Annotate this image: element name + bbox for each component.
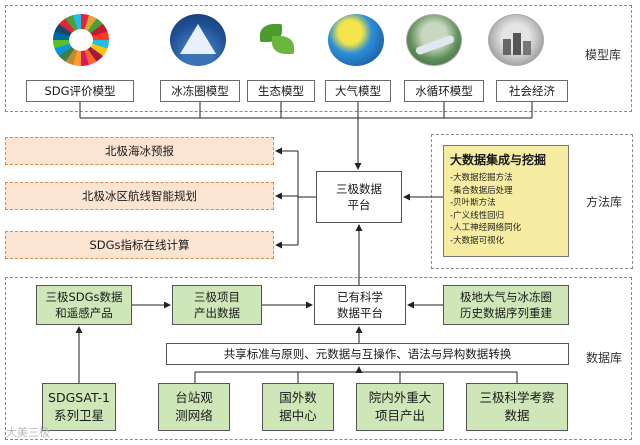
model-box-water-cycle: 水循环模型 — [404, 80, 484, 102]
box-line: 极地大气与冰冻圈 — [460, 290, 552, 304]
platform-title-line1: 三极数据 — [336, 182, 382, 196]
model-library-label: 模型库 — [585, 48, 622, 62]
model-box-cryosphere: 冰冻圈模型 — [160, 80, 240, 102]
model-box-atmosphere: 大气模型 — [325, 80, 391, 102]
application-route-planning: 北极冰区航线智能规划 — [5, 182, 274, 210]
box-line: 数据平台 — [337, 306, 383, 320]
box-line: 产出数据 — [194, 306, 240, 320]
model-box-socioeconomic: 社会经济 — [496, 80, 568, 102]
box-line: 项目产出 — [374, 408, 425, 423]
shared-standards-bar: 共享标准与原则、元数据与互操作、语法与异构数据转换 — [166, 343, 569, 365]
box-line: 测网络 — [175, 408, 213, 423]
model-box-sdg: SDG评价模型 — [26, 80, 134, 102]
leaves-icon — [248, 14, 304, 66]
method-box: 大数据集成与挖掘 -大数据挖掘方法 -集合数据后处理 -贝叶斯方法 -广义线性回… — [443, 145, 569, 257]
model-box-ecology: 生态模型 — [247, 80, 315, 102]
river-icon — [406, 14, 462, 66]
iceberg-icon — [170, 14, 226, 66]
method-title: 大数据集成与挖掘 — [450, 153, 547, 167]
method-library-region — [431, 134, 633, 269]
method-item: -集合数据后处理 — [450, 185, 513, 196]
sdg-wheel-icon — [53, 14, 109, 66]
box-line: 和遥感产品 — [55, 306, 113, 320]
box-line: 已有科学 — [337, 290, 383, 304]
box-line: 系列卫星 — [53, 408, 104, 423]
box-line: 国外数 — [279, 390, 317, 405]
source-expedition-data: 三极科学考察 数据 — [466, 383, 568, 431]
three-poles-data-platform: 三极数据 平台 — [316, 171, 402, 223]
data-library-region — [5, 277, 632, 440]
method-item: -广义线性回归 — [450, 210, 505, 221]
method-item: -大数据可视化 — [450, 235, 505, 246]
source-foreign-data-center: 国外数 据中心 — [262, 383, 334, 431]
box-line: 台站观 — [175, 390, 213, 405]
application-sea-ice-forecast: 北极海冰预报 — [5, 137, 274, 165]
historical-reconstruction-box: 极地大气与冰冻圈 历史数据序列重建 — [443, 285, 569, 325]
box-line: 据中心 — [279, 408, 317, 423]
box-line: SDGSAT-1 — [48, 390, 110, 405]
method-item: -大数据挖掘方法 — [450, 173, 513, 183]
city-icon — [488, 14, 544, 66]
box-line: 院内外重大 — [368, 390, 432, 405]
box-line: 三极SDGs数据 — [45, 290, 123, 304]
model-library-region — [5, 5, 632, 112]
method-item: -人工神经网络同化 — [450, 223, 522, 233]
box-line: 三极项目 — [194, 290, 240, 304]
existing-science-data-platform: 已有科学 数据平台 — [314, 285, 406, 325]
source-major-projects: 院内外重大 项目产出 — [356, 383, 444, 431]
earth-atmosphere-icon — [328, 14, 384, 66]
box-line: 三极科学考察 — [479, 390, 555, 405]
method-item: -贝叶斯方法 — [450, 198, 496, 208]
data-library-label: 数据库 — [586, 351, 623, 365]
application-sdgs-calculation: SDGs指标在线计算 — [5, 231, 274, 259]
source-station-network: 台站观 测网络 — [158, 383, 230, 431]
watermark: 大美三极 — [6, 426, 50, 439]
box-line: 历史数据序列重建 — [460, 306, 552, 320]
box-line: 数据 — [504, 408, 530, 423]
source-sdgsat-satellite: SDGSAT-1 系列卫星 — [42, 383, 116, 431]
sdgs-data-products-box: 三极SDGs数据 和遥感产品 — [36, 285, 132, 325]
method-library-label: 方法库 — [586, 195, 623, 209]
project-output-data-box: 三极项目 产出数据 — [172, 285, 262, 325]
platform-title-line2: 平台 — [347, 198, 371, 212]
